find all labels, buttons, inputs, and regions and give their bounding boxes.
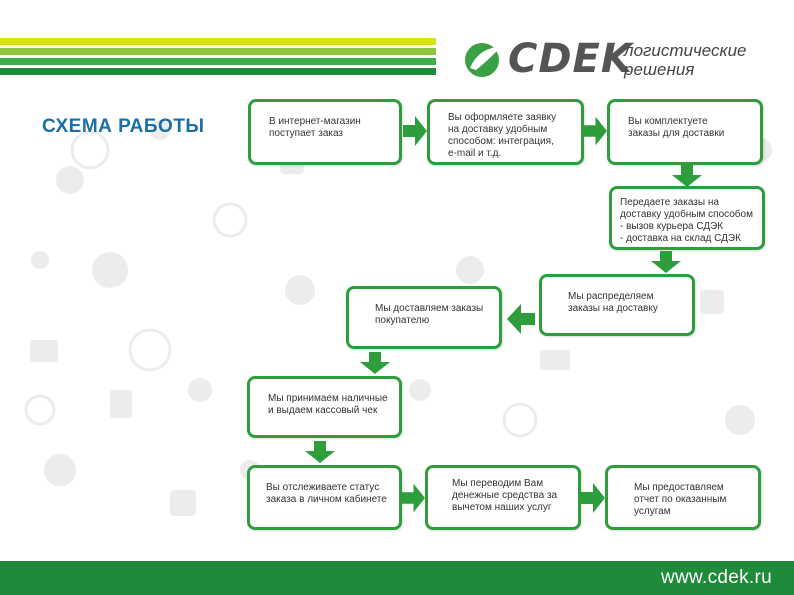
header-stripes — [0, 38, 436, 84]
logo-leaf-icon — [465, 43, 502, 77]
cdek-logo: CDEK логистические решения — [464, 36, 784, 84]
step-box-3: Вы комплектуете заказы для доставки — [607, 99, 763, 165]
arrow-down-4 — [305, 441, 335, 463]
arrow-down-3 — [360, 352, 390, 374]
step-box-2: Вы оформляете заявку на доставку удобным… — [427, 99, 584, 165]
footer-website-url: www.cdek.ru — [660, 567, 772, 588]
arrow-right-1 — [403, 116, 427, 146]
step-box-9: Мы переводим Вам денежные средства за вы… — [425, 465, 581, 530]
step-box-6: Мы доставляем заказы покупателю — [346, 286, 502, 349]
arrow-right-2 — [584, 116, 607, 146]
logo-wordmark: CDEK — [508, 36, 633, 82]
arrow-down-1 — [672, 165, 702, 187]
step-box-5: Мы распределяем заказы на доставку — [539, 274, 695, 336]
step-box-4: Передаете заказы на доставку удобным спо… — [609, 186, 765, 250]
arrow-down-2 — [651, 251, 681, 273]
step-box-10: Мы предоставляем отчет по оказанным услу… — [605, 465, 761, 530]
step-box-1: В интернет-магазин поступает заказ — [248, 99, 402, 165]
arrow-right-3 — [402, 483, 425, 513]
arrow-left-1 — [507, 304, 535, 334]
step-box-8: Вы отслеживаете статус заказа в личном к… — [247, 465, 402, 530]
page-title: СХЕМА РАБОТЫ — [42, 116, 205, 137]
step-box-7: Мы принимаем наличные и выдаем кассовый … — [247, 376, 402, 438]
arrow-right-4 — [581, 483, 605, 513]
footer-bar: www.cdek.ru — [0, 561, 794, 595]
logo-tagline: логистические решения — [624, 41, 747, 79]
